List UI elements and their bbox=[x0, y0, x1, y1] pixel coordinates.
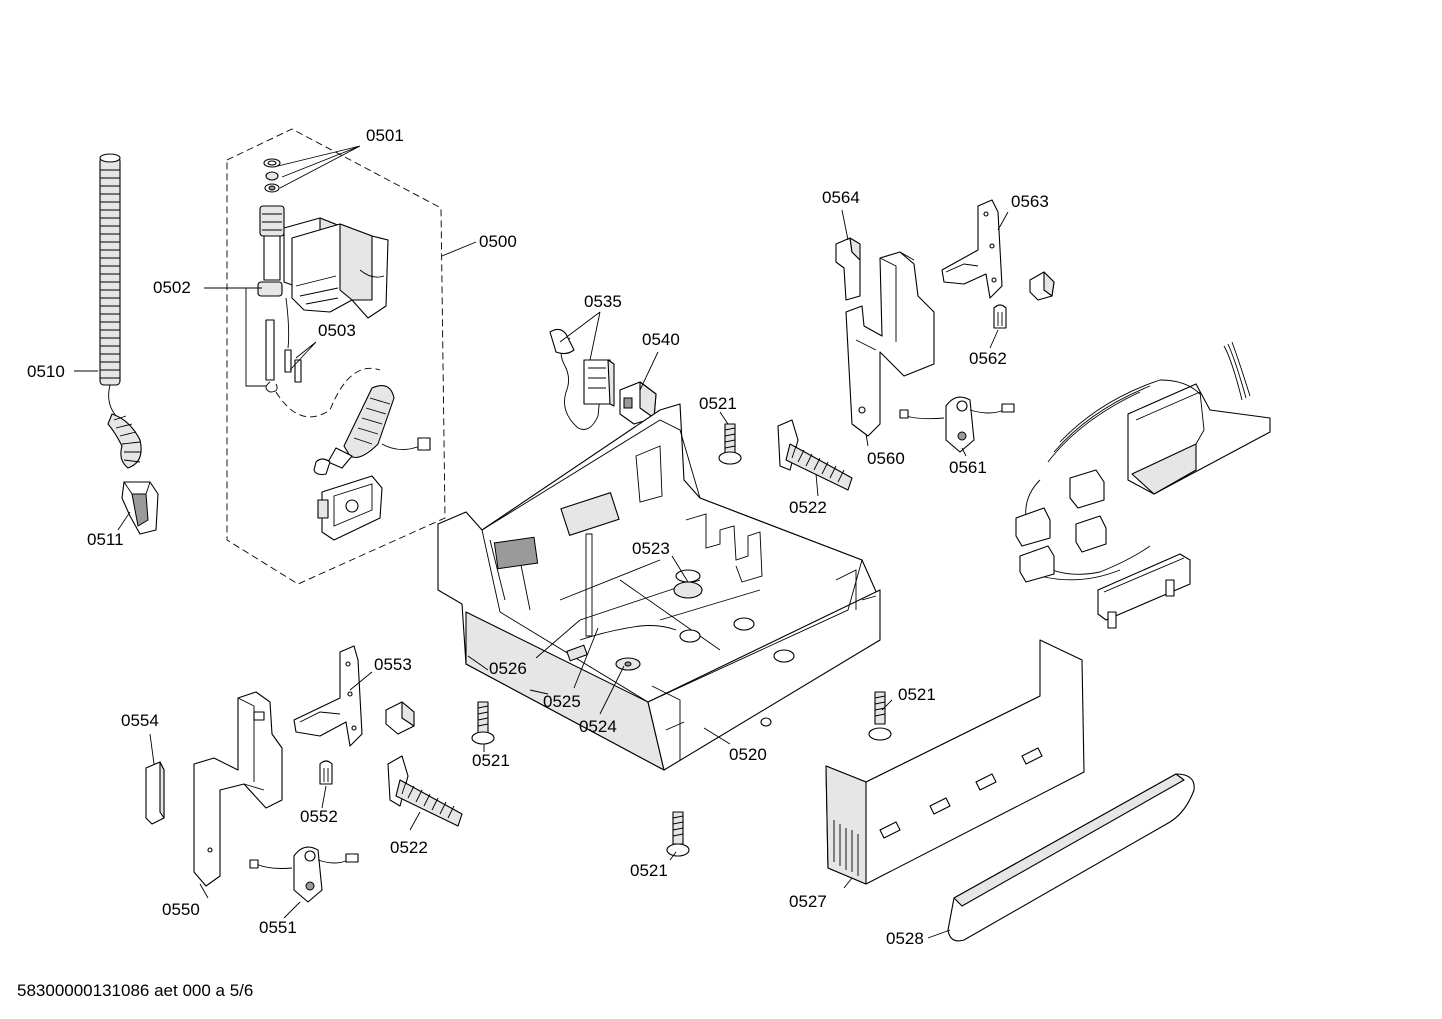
label-0551: 0551 bbox=[259, 918, 297, 937]
label-0510: 0510 bbox=[27, 362, 65, 381]
label-0503: 0503 bbox=[318, 321, 356, 340]
spring-0522-lower bbox=[387, 755, 463, 827]
bracket-0564 bbox=[835, 237, 861, 301]
label-0502: 0502 bbox=[153, 278, 191, 297]
label-0526: 0526 bbox=[489, 659, 527, 678]
label-0528: 0528 bbox=[886, 929, 924, 948]
tube-with-connector bbox=[313, 385, 431, 476]
label-0554: 0554 bbox=[121, 711, 159, 730]
label-0521-a: 0521 bbox=[699, 394, 737, 413]
label-0522-b: 0522 bbox=[390, 838, 428, 857]
label-0522-a: 0522 bbox=[789, 498, 827, 517]
module-0540 bbox=[619, 381, 657, 425]
hose-clip-0511 bbox=[121, 481, 159, 535]
panel-0528 bbox=[947, 773, 1195, 942]
seal-rings-0501 bbox=[263, 158, 281, 193]
label-0525: 0525 bbox=[543, 692, 581, 711]
label-0501: 0501 bbox=[366, 126, 404, 145]
label-0500: 0500 bbox=[479, 232, 517, 251]
label-0540: 0540 bbox=[642, 330, 680, 349]
label-0561: 0561 bbox=[949, 458, 987, 477]
part-labels: 0501 0500 0502 0503 0510 0511 0535 0540 … bbox=[27, 126, 1049, 948]
label-0511: 0511 bbox=[87, 530, 124, 549]
label-0552: 0552 bbox=[300, 807, 338, 826]
spring-0522-upper bbox=[777, 419, 853, 491]
screw-0521-a bbox=[718, 423, 742, 465]
leader-lines bbox=[74, 145, 1009, 939]
assembly-boundary-0500 bbox=[226, 128, 446, 585]
label-0560: 0560 bbox=[867, 449, 905, 468]
bracket-0560 bbox=[845, 251, 935, 437]
label-0521-c: 0521 bbox=[898, 685, 936, 704]
label-0535: 0535 bbox=[584, 292, 622, 311]
label-0563: 0563 bbox=[1011, 192, 1049, 211]
screw-0521-c bbox=[868, 691, 892, 741]
label-0524: 0524 bbox=[579, 717, 617, 736]
switch-0551 bbox=[249, 846, 359, 903]
wiring-harness bbox=[1015, 341, 1271, 629]
part-0554 bbox=[145, 761, 165, 825]
clip-0562 bbox=[993, 304, 1007, 329]
screw-0521-d bbox=[666, 811, 690, 857]
drain-hose-0510 bbox=[99, 153, 142, 469]
base-tub-0520 bbox=[437, 403, 881, 771]
mounting-plate bbox=[317, 475, 383, 541]
label-0520: 0520 bbox=[729, 745, 767, 764]
bracket-0563 bbox=[941, 199, 1055, 301]
label-0562: 0562 bbox=[969, 349, 1007, 368]
label-0550: 0550 bbox=[162, 900, 200, 919]
label-0564: 0564 bbox=[822, 188, 860, 207]
kickplate-0527 bbox=[825, 639, 1085, 885]
document-reference: 58300000131086 aet 000 a 5/6 bbox=[17, 981, 254, 1000]
label-0523: 0523 bbox=[632, 539, 670, 558]
pins-0503 bbox=[265, 297, 302, 393]
screw-0521-b bbox=[471, 701, 495, 745]
bracket-0553 bbox=[293, 645, 415, 747]
valve-housing-0500 bbox=[291, 223, 389, 319]
label-0527: 0527 bbox=[789, 892, 827, 911]
label-0521-b: 0521 bbox=[472, 751, 510, 770]
dashed-connector bbox=[275, 368, 381, 418]
label-0521-d: 0521 bbox=[630, 861, 668, 880]
clip-0552 bbox=[319, 760, 333, 785]
label-0553: 0553 bbox=[374, 655, 412, 674]
switch-0561 bbox=[899, 396, 1015, 453]
cable-harness-0535 bbox=[549, 328, 615, 430]
bracket-0550 bbox=[193, 691, 283, 887]
